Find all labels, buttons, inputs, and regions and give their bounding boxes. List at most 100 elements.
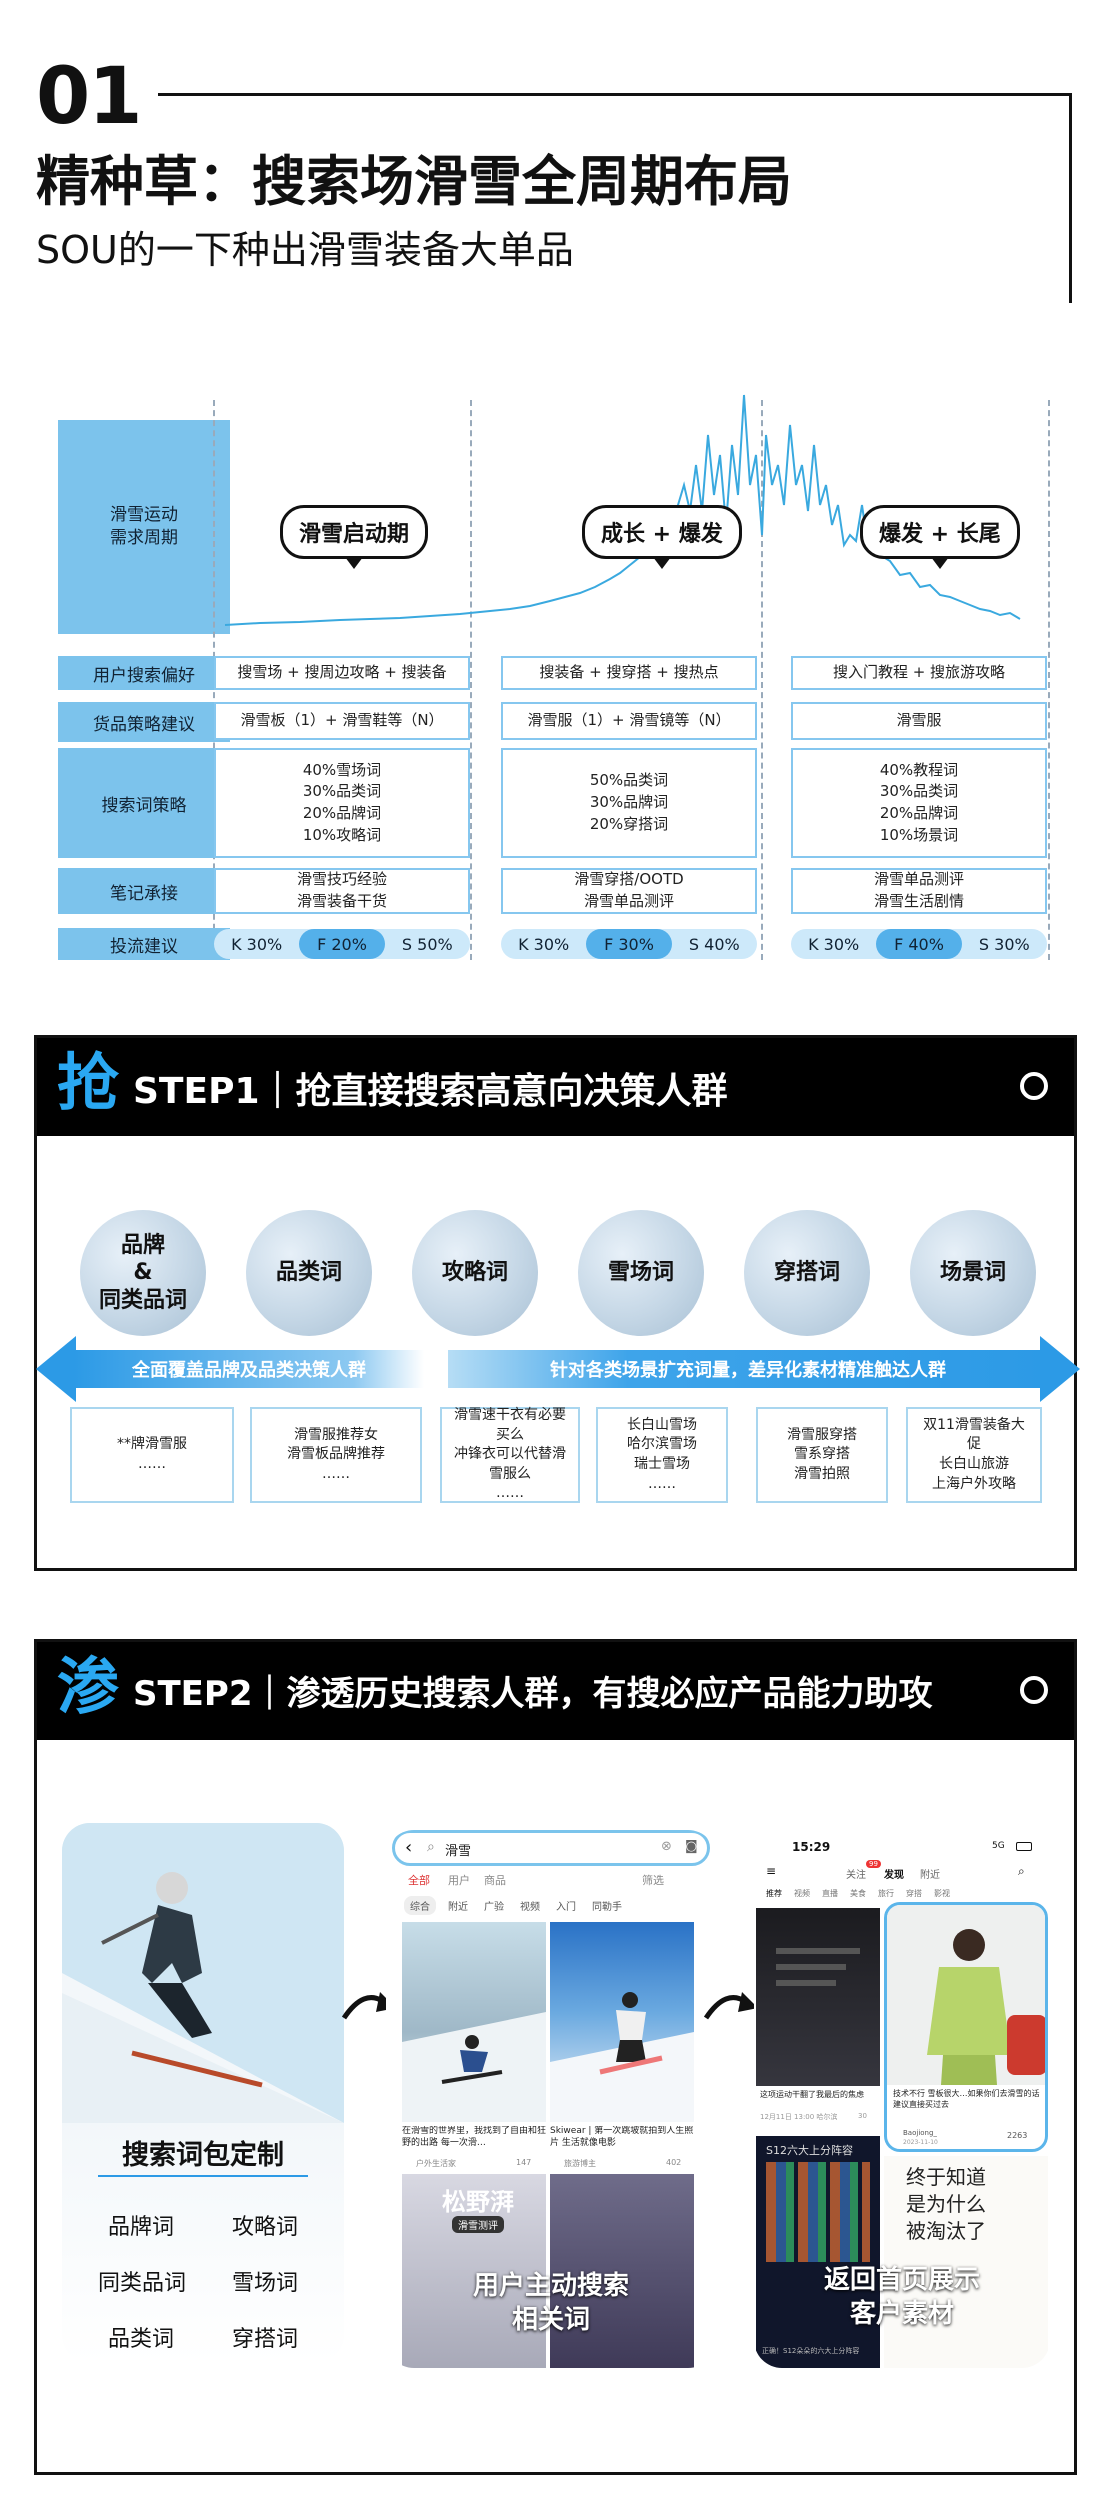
chip[interactable]: 综合: [404, 1896, 436, 1915]
video-title[interactable]: 这项运动干翻了我最后的焦虑: [760, 2090, 864, 2099]
back-icon[interactable]: ‹: [405, 1837, 413, 1858]
category-tab[interactable]: 旅行: [878, 1889, 894, 1898]
phase-bubble-burst: 爆发 + 长尾: [860, 505, 1020, 569]
video-likes: 30: [858, 2112, 867, 2120]
note-author: 旅游博主: [564, 2159, 596, 2168]
example-box: 滑雪服推荐女 滑雪板品牌推荐 ……: [250, 1407, 422, 1503]
camera-icon[interactable]: ◙: [685, 1839, 698, 1854]
menu-icon[interactable]: ≡: [766, 1864, 777, 1878]
title-divider: [158, 93, 1072, 96]
note-image[interactable]: 松野湃 滑雪测评: [402, 2174, 546, 2368]
tab-nearby[interactable]: 附近: [920, 1870, 940, 1881]
example-box: 滑雪服穿搭 雪系穿搭 滑雪拍照: [756, 1407, 888, 1503]
example-box: 长白山雪场 哈尔滨雪场 瑞士雪场 ……: [596, 1407, 728, 1503]
step2-header: 渗 STEP2｜渗透历史搜索人群，有搜必应产品能力助攻: [37, 1642, 1074, 1740]
video-text-line: [776, 1948, 860, 1954]
keyword-item: 穿搭词: [232, 2327, 299, 2352]
traffic-pill: K 30% F 40% S 30%: [791, 929, 1047, 959]
filter-button[interactable]: 筛选: [642, 1874, 664, 1887]
row-label-product-strategy: 货品策略建议: [58, 702, 230, 742]
row-label-traffic: 投流建议: [58, 928, 230, 960]
chip[interactable]: 同勒手: [592, 1902, 622, 1913]
note-likes: 2263: [1007, 2131, 1028, 2140]
arrow-band-left: 全面覆盖品牌及品类决策人群: [74, 1350, 424, 1388]
note-author: 户外生活家: [416, 2159, 456, 2168]
keyword-circle-category: 品类词: [246, 1210, 372, 1336]
step1-header: 抢 STEP1｜抢直接搜索高意向决策人群: [37, 1038, 1074, 1136]
cell: 搜入门教程 + 搜旅游攻略: [791, 656, 1047, 690]
note-title[interactable]: 在滑雪的世界里，我找到了自由和狂野的出路 每一次滑…: [402, 2126, 546, 2148]
video-meta: 12月11日 13:00 哈尔滨: [760, 2113, 838, 2121]
chip[interactable]: 入门: [556, 1902, 576, 1913]
brand-sub: 滑雪测评: [452, 2216, 504, 2233]
feed-caption: 返回首页展示 客户素材: [823, 2265, 980, 2329]
note-title[interactable]: Skiwear | 第一次跳坡就拍到人生照片 生活就像电影: [550, 2126, 694, 2148]
battery-icon: [1016, 1842, 1032, 1851]
pill-s: S 30%: [978, 934, 1030, 954]
pill-k: K 30%: [231, 934, 283, 954]
text-panel[interactable]: 终于知道 是为什么 被淘汰了: [884, 2156, 1048, 2368]
tab-discover[interactable]: 发现: [884, 1870, 904, 1881]
category-tab[interactable]: 推荐: [766, 1889, 782, 1898]
circle-icon: [1020, 1676, 1048, 1704]
panel-caption: 正确！S12朵朵的六大上分阵容: [762, 2347, 860, 2355]
pill-f: F 40%: [876, 929, 962, 959]
cell: 搜雪场 + 搜周边攻略 + 搜装备: [214, 656, 470, 690]
page-subtitle: SOU的一下种出滑雪装备大单品: [36, 228, 574, 272]
row-label-note-content: 笔记承接: [58, 868, 230, 914]
chip[interactable]: 视频: [520, 1902, 540, 1913]
clear-icon[interactable]: ⊗: [661, 1839, 672, 1854]
note-image[interactable]: [402, 1922, 546, 2122]
home-feed-screen: 15:29 5G ≡ 关注 99 发现 附近 ⌕ 推荐 视频 直播 美食 旅行 …: [754, 1836, 1050, 2368]
step1-char: 抢: [57, 1046, 120, 1119]
example-box: **牌滑雪服 ……: [70, 1407, 234, 1503]
tab-follow[interactable]: 关注: [846, 1870, 866, 1881]
game-panel[interactable]: S12六大上分阵容 正确！S12朵朵的六大上分阵容: [756, 2136, 880, 2368]
highlighted-note-card[interactable]: 技术不行 雪板很大…如果你们去滑雪的话建议直接买过去 Baojiong_ 202…: [884, 1902, 1048, 2152]
pill-s: S 50%: [401, 934, 453, 954]
keyword-circle-guide: 攻略词: [412, 1210, 538, 1336]
chip[interactable]: 广验: [484, 1902, 504, 1913]
step2-title: STEP2｜渗透历史搜索人群，有搜必应产品能力助攻: [133, 1674, 933, 1714]
keyword-item: 攻略词: [232, 2215, 299, 2240]
traffic-pill: K 30% F 30% S 40%: [501, 929, 757, 959]
tab-users[interactable]: 用户: [448, 1874, 470, 1887]
example-box: 滑雪速干衣有必要 买么 冲锋衣可以代替滑 雪服么 ……: [440, 1407, 580, 1503]
cell: 50%品类词 30%品牌词 20%穿搭词: [501, 748, 757, 858]
category-tab[interactable]: 美食: [850, 1889, 866, 1898]
search-icon[interactable]: ⌕: [1018, 1864, 1025, 1878]
search-bar[interactable]: ‹ ⌕ 滑雪 ⊗ ◙: [392, 1830, 710, 1866]
skier-image: [62, 1823, 344, 2123]
example-box: 双11滑雪装备大 促 长白山旅游 上海户外攻略: [906, 1407, 1042, 1503]
flow-arrow-icon: [703, 1992, 758, 2020]
cell: 滑雪服: [791, 702, 1047, 740]
panel-text: 终于知道 是为什么 被淘汰了: [906, 2165, 986, 2243]
tab-all[interactable]: 全部: [408, 1874, 430, 1887]
category-tab[interactable]: 影视: [934, 1889, 950, 1898]
note-image[interactable]: [550, 2174, 694, 2368]
row-label-keyword-strategy: 搜索词策略: [58, 748, 230, 858]
video-card[interactable]: [756, 1908, 880, 2086]
follow-badge: 99: [866, 1860, 881, 1868]
title-divider-vertical: [1069, 93, 1072, 303]
note-date: 2023-11-10: [903, 2139, 938, 2146]
note-image[interactable]: [550, 1922, 694, 2122]
status-time: 15:29: [792, 1840, 831, 1854]
chip-row: 综合 附近 广验 视频 入门 同勒手: [404, 1896, 704, 1915]
cycle-label: 滑雪运动 需求周期: [58, 420, 230, 634]
note-title[interactable]: 技术不行 雪板很大…如果你们去滑雪的话建议直接买过去: [893, 2089, 1040, 2109]
pill-k: K 30%: [808, 934, 860, 954]
champion-grid: [766, 2162, 870, 2262]
keyword-pack-title: 搜索词包定制: [122, 2140, 284, 2171]
search-caption: 用户主动搜索 相关词: [472, 2271, 629, 2335]
search-query[interactable]: 滑雪: [445, 1844, 472, 1859]
keyword-item: 品牌词: [108, 2215, 175, 2240]
chip[interactable]: 附近: [448, 1902, 468, 1913]
note-likes: 147: [516, 2158, 532, 2167]
tab-goods[interactable]: 商品: [484, 1874, 506, 1887]
category-tab[interactable]: 直播: [822, 1889, 838, 1898]
column-divider: [470, 400, 472, 960]
category-tab[interactable]: 穿搭: [906, 1889, 922, 1898]
category-tab[interactable]: 视频: [794, 1889, 810, 1898]
